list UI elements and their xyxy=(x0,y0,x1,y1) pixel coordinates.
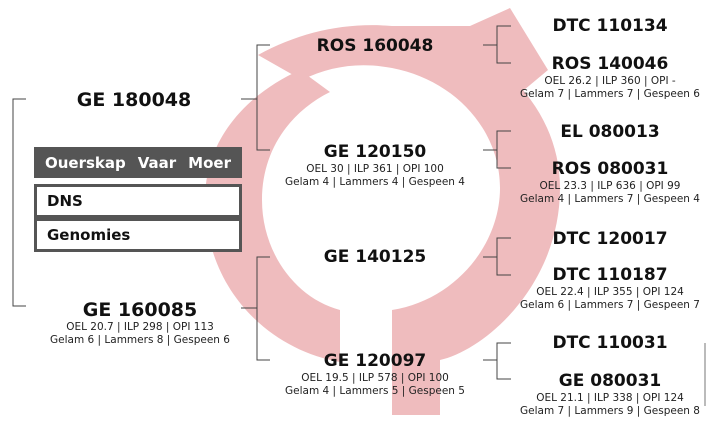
gen3-stats-6: OEL 22.4 | ILP 355 | OPI 124 xyxy=(515,286,705,299)
gen2-node-1[interactable]: ROS 160048 xyxy=(275,36,475,57)
gen3-counts-6: Gelam 6 | Lammers 7 | Gespeen 7 xyxy=(515,299,705,312)
gen2-counts-2: Gelam 4 | Lammers 4 | Gespeen 4 xyxy=(265,176,485,189)
gen2-node-3[interactable]: GE 140125 xyxy=(275,247,475,268)
menu-tab-bar: Ouerskap Vaar Moer xyxy=(34,147,242,178)
gen2-stats-4: OEL 19.5 | ILP 578 | OPI 100 xyxy=(265,372,485,385)
gen2-name-2: GE 120150 xyxy=(265,142,485,163)
gen3-node-7[interactable]: DTC 110031 xyxy=(520,333,700,354)
gen3-stats-2: OEL 26.2 | ILP 360 | OPI - xyxy=(515,75,705,88)
sire-node[interactable]: GE 180048 xyxy=(34,89,234,111)
gen2-counts-4: Gelam 4 | Lammers 5 | Gespeen 5 xyxy=(265,385,485,398)
dam-name: GE 160085 xyxy=(20,299,260,321)
tab-vaar[interactable]: Vaar xyxy=(138,154,176,172)
dam-stats: OEL 20.7 | ILP 298 | OPI 113 xyxy=(20,321,260,334)
gen2-name-4: GE 120097 xyxy=(265,351,485,372)
dam-counts: Gelam 6 | Lammers 8 | Gespeen 6 xyxy=(20,334,260,347)
gen3-stats-4: OEL 23.3 | ILP 636 | OPI 99 xyxy=(515,180,705,193)
sire-name: GE 180048 xyxy=(34,89,234,111)
gen2-name-1: ROS 160048 xyxy=(275,36,475,57)
genomies-button[interactable]: Genomies xyxy=(34,218,242,252)
gen2-name-3: GE 140125 xyxy=(275,247,475,268)
gen3-stats-8: OEL 21.1 | ILP 338 | OPI 124 xyxy=(515,392,705,405)
gen3-node-6[interactable]: DTC 110187 OEL 22.4 | ILP 355 | OPI 124 … xyxy=(515,265,705,312)
gen3-counts-4: Gelam 4 | Lammers 7 | Gespeen 4 xyxy=(515,193,705,206)
gen3-name-6: DTC 110187 xyxy=(515,265,705,286)
dam-node[interactable]: GE 160085 OEL 20.7 | ILP 298 | OPI 113 G… xyxy=(20,299,260,347)
gen3-node-1[interactable]: DTC 110134 xyxy=(520,16,700,37)
tab-moer[interactable]: Moer xyxy=(188,154,231,172)
gen2-node-2[interactable]: GE 120150 OEL 30 | ILP 361 | OPI 100 Gel… xyxy=(265,142,485,189)
gen3-name-2: ROS 140046 xyxy=(515,54,705,75)
gen3-name-4: ROS 080031 xyxy=(515,159,705,180)
gen3-name-1: DTC 110134 xyxy=(520,16,700,37)
gen3-name-5: DTC 120017 xyxy=(520,229,700,250)
gen3-counts-2: Gelam 7 | Lammers 7 | Gespeen 6 xyxy=(515,88,705,101)
gen3-name-8: GE 080031 xyxy=(515,371,705,392)
gen3-node-4[interactable]: ROS 080031 OEL 23.3 | ILP 636 | OPI 99 G… xyxy=(515,159,705,206)
gen3-name-7: DTC 110031 xyxy=(520,333,700,354)
gen3-node-5[interactable]: DTC 120017 xyxy=(520,229,700,250)
tab-ouerskap[interactable]: Ouerskap xyxy=(45,154,126,172)
gen3-node-3[interactable]: EL 080013 xyxy=(520,122,700,143)
gen3-node-8[interactable]: GE 080031 OEL 21.1 | ILP 338 | OPI 124 G… xyxy=(515,371,705,418)
gen2-stats-2: OEL 30 | ILP 361 | OPI 100 xyxy=(265,163,485,176)
gen3-counts-8: Gelam 7 | Lammers 9 | Gespeen 8 xyxy=(515,405,705,418)
dns-button[interactable]: DNS xyxy=(34,184,242,218)
gen3-name-3: EL 080013 xyxy=(520,122,700,143)
gen3-node-2[interactable]: ROS 140046 OEL 26.2 | ILP 360 | OPI - Ge… xyxy=(515,54,705,101)
gen2-node-4[interactable]: GE 120097 OEL 19.5 | ILP 578 | OPI 100 G… xyxy=(265,351,485,398)
